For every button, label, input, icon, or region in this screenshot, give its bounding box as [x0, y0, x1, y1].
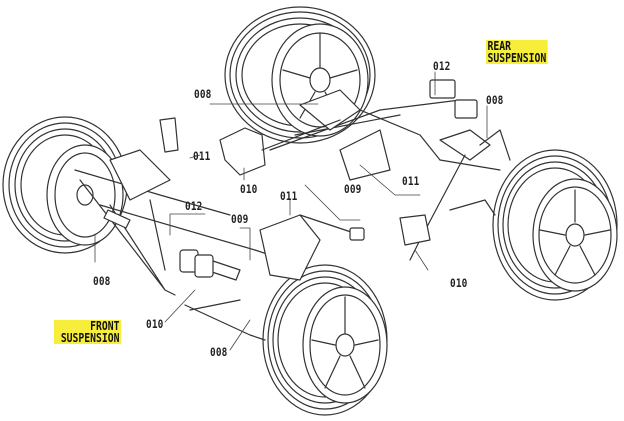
callout-leaders [94, 71, 488, 351]
front-right-upright [259, 214, 365, 281]
callout-008: 008 [194, 87, 212, 101]
rear-right-wheel [492, 149, 618, 301]
rear-right-assembly [399, 79, 511, 261]
rear-suspension-label-line2: SUSPENSION [486, 50, 548, 65]
front-right-wheel [262, 264, 388, 416]
front-left-wheel [2, 116, 128, 254]
callout-012: 012 [185, 199, 203, 213]
rear-suspension-label-line1: REAR [486, 38, 512, 53]
callout-010: 010 [240, 182, 258, 196]
callout-011: 011 [280, 189, 298, 203]
callout-009: 009 [344, 182, 362, 196]
callout-009: 009 [231, 212, 249, 226]
rear-left-actuator [219, 119, 341, 176]
front-suspension-label-line1: FRONT [89, 318, 121, 333]
front-suspension-label-line2: SUSPENSION [60, 330, 121, 345]
rear-crossmember [269, 89, 461, 181]
callout-010: 010 [450, 276, 468, 290]
rear-suspension-label: REAR SUSPENSION [486, 38, 548, 65]
callout-010: 010 [146, 317, 164, 331]
callout-008: 008 [93, 274, 111, 288]
rear-left-wheel [224, 6, 376, 144]
callout-012: 012 [433, 59, 451, 73]
callout-008: 008 [210, 345, 228, 359]
callout-011: 011 [193, 149, 211, 163]
front-lower-arm [74, 169, 266, 341]
front-suspension-label: FRONT SUSPENSION [54, 318, 122, 345]
front-left-shock [109, 117, 179, 201]
callout-008: 008 [486, 93, 504, 107]
callout-011: 011 [402, 174, 420, 188]
